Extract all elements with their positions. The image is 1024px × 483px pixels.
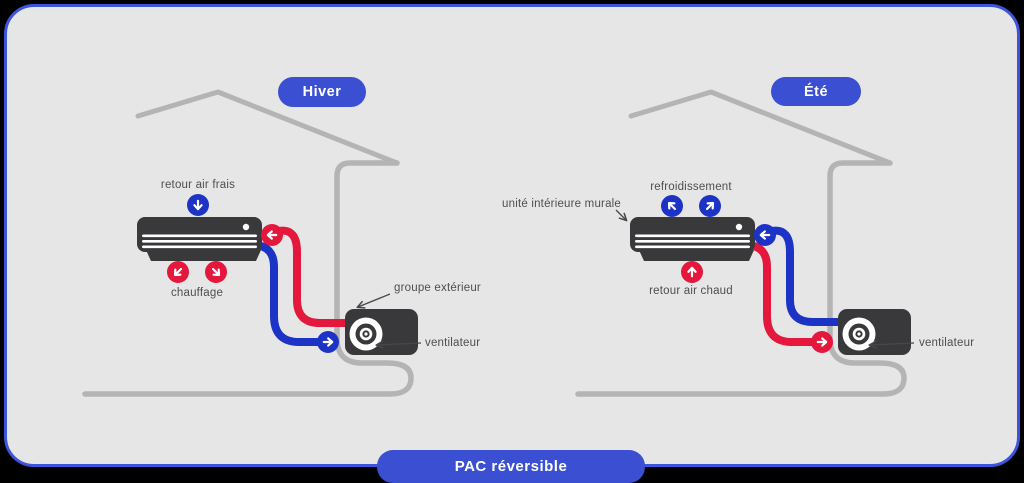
arrow-down-left-icon (167, 261, 189, 283)
arrow-right-icon (317, 331, 339, 353)
summer-arrow-badges (661, 195, 833, 353)
arrow-down-right-icon (205, 261, 227, 283)
winter-pipes (252, 226, 352, 346)
arrow-right-icon (811, 331, 833, 353)
label-ventilateur-winter: ventilateur (425, 337, 481, 349)
arrow-left-icon (261, 224, 283, 246)
indoor-unit-summer (630, 217, 755, 261)
label-ventilateur-summer: ventilateur (919, 337, 975, 349)
hot-pipe (745, 241, 820, 346)
winter-arrow-badges (167, 194, 339, 353)
arrow-up-icon (681, 261, 703, 283)
hot-pipe (275, 226, 352, 327)
label-unite-interieure-murale: unité intérieure murale (502, 198, 622, 210)
cold-pipe (252, 241, 327, 346)
arrow-up-right-icon (699, 195, 721, 217)
arrow-down-icon (187, 194, 209, 216)
fan-pointer-winter (377, 343, 422, 345)
fan-pointer-summer (870, 343, 915, 345)
footer-title-badge: PAC réversible (377, 450, 645, 483)
arrow-left-icon (754, 224, 776, 246)
label-chauffage: chauffage (170, 287, 224, 299)
label-groupe-exterieur: groupe extérieur (394, 282, 481, 294)
indoor-unit-winter (137, 217, 262, 261)
label-refroidissement: refroidissement (650, 181, 732, 193)
outdoor-group-pointer (358, 293, 391, 307)
summer-pipes (745, 226, 845, 346)
label-return-air-frais: retour air frais (160, 179, 236, 191)
indoor-unit-pointer (615, 209, 626, 220)
outdoor-unit-winter (345, 309, 418, 355)
summer-badge: Été (771, 77, 861, 106)
label-retour-air-chaud: retour air chaud (649, 285, 733, 297)
winter-badge: Hiver (278, 77, 366, 107)
cold-pipe (768, 226, 845, 326)
arrow-up-left-icon (661, 195, 683, 217)
outdoor-unit-summer (838, 309, 911, 355)
pointer-lines (358, 209, 915, 345)
